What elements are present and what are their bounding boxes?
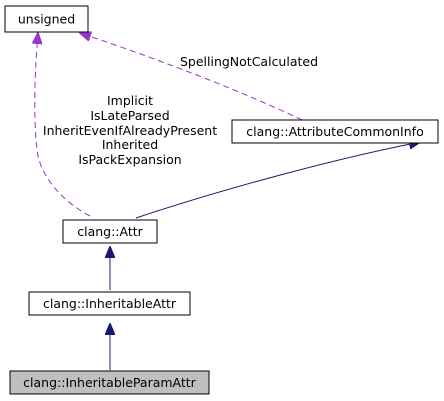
node-inheritable-param-attr[interactable]: clang::InheritableParamAttr (9, 370, 210, 395)
node-label-inheritable-param-attr: clang::InheritableParamAttr (23, 375, 197, 390)
edge-label-inherited: Inherited (102, 137, 158, 152)
usage-edge-attribute-common-info-to-unsigned (80, 33, 303, 121)
edge-label-is-pack-expansion: IsPackExpansion (78, 152, 181, 167)
edge-label-is-late-parsed: IsLateParsed (90, 108, 169, 123)
node-inheritable-attr[interactable]: clang::InheritableAttr (28, 291, 191, 316)
edge-label-inherit-even-if-already-present: InheritEvenIfAlreadyPresent (43, 123, 217, 138)
node-label-unsigned: unsigned (18, 12, 75, 27)
node-label-attribute-common-info: clang::AttributeCommonInfo (246, 124, 423, 139)
edge-label-implicit: Implicit (107, 93, 153, 108)
inheritance-edge-attr-to-attribute-common-info (135, 142, 420, 219)
node-attribute-common-info[interactable]: clang::AttributeCommonInfo (231, 119, 439, 144)
node-attr[interactable]: clang::Attr (62, 219, 158, 244)
node-label-attr: clang::Attr (77, 224, 143, 239)
edge-label-spelling-not-calculated: SpellingNotCalculated (180, 54, 318, 69)
usage-edge-attr-to-unsigned (35, 33, 91, 217)
node-unsigned[interactable]: unsigned (4, 5, 89, 33)
node-label-inheritable-attr: clang::InheritableAttr (43, 296, 177, 311)
